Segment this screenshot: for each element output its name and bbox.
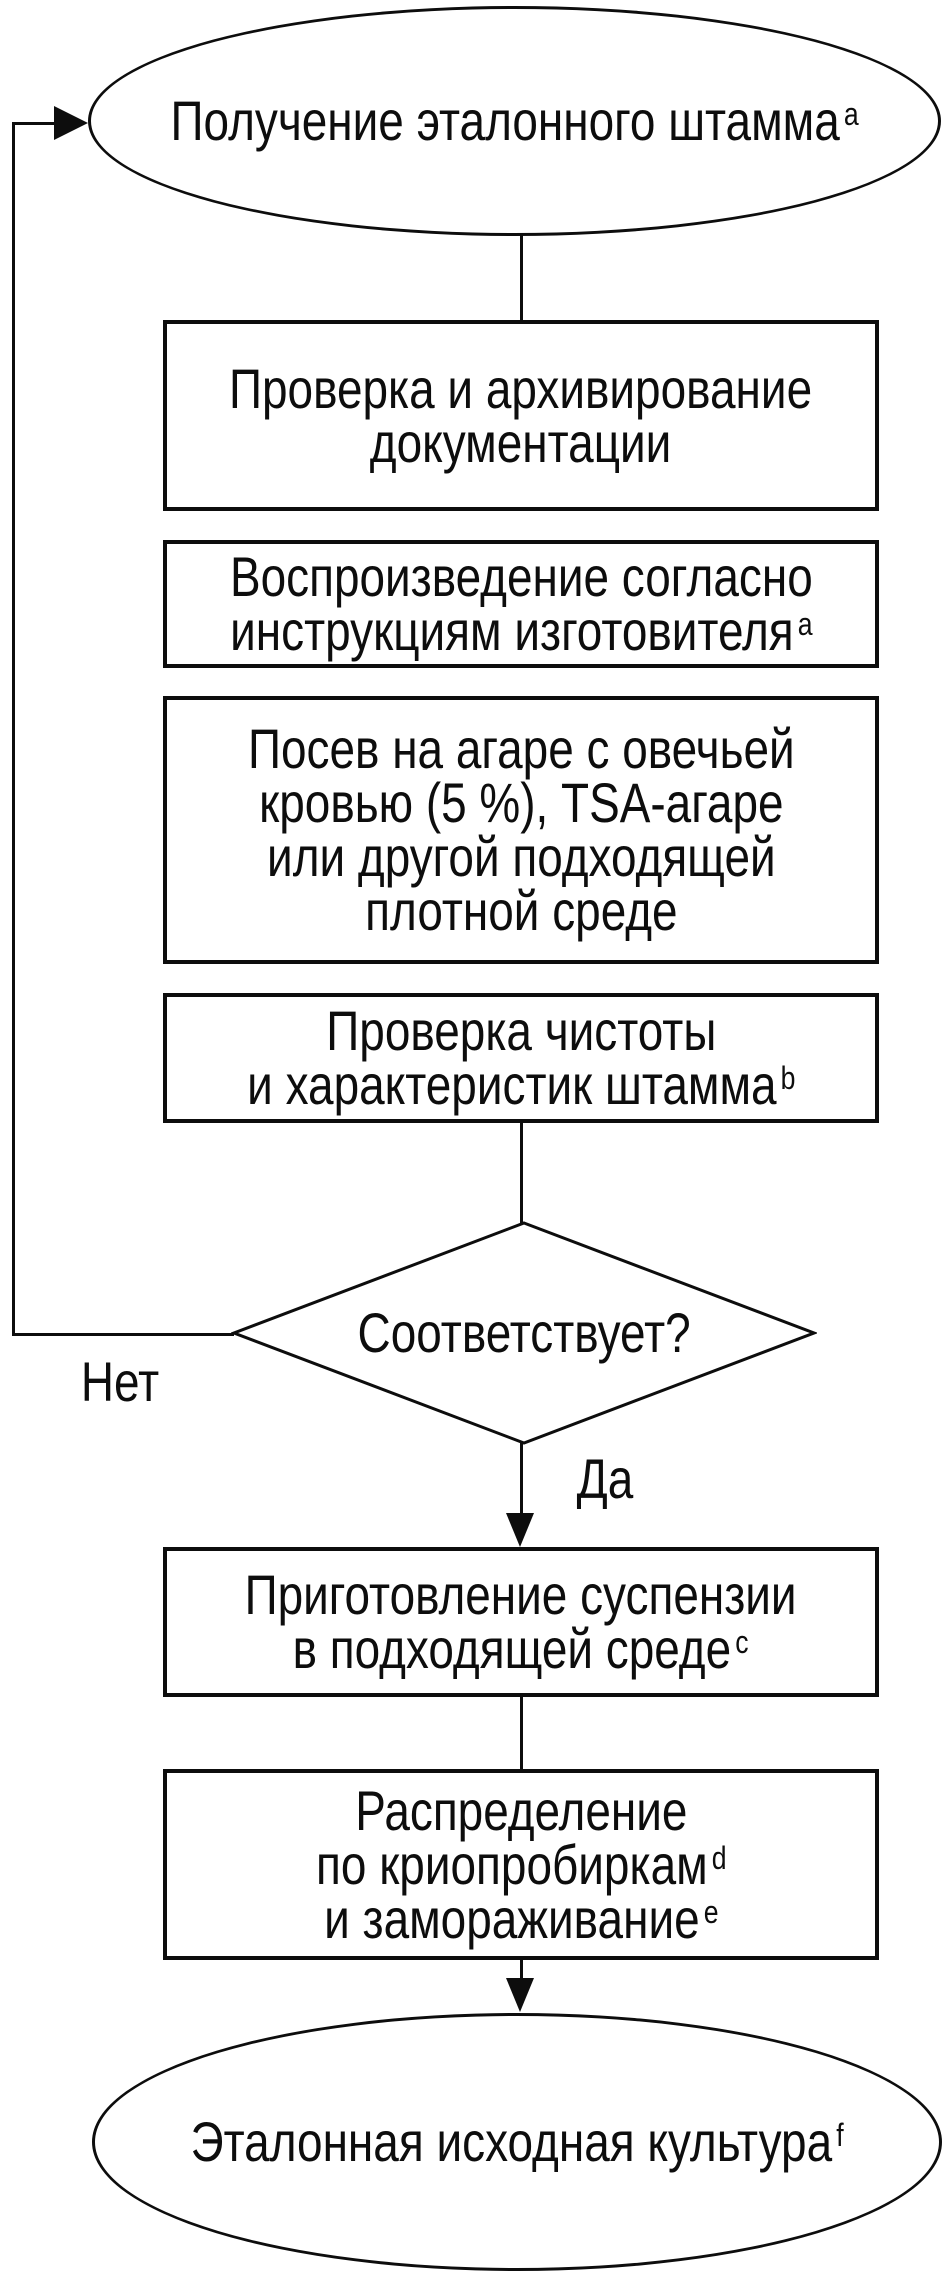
connector-suspension-to-aliquot <box>520 1697 523 1771</box>
node-suspension: Приготовление суспензии в подходящей сре… <box>163 1547 879 1697</box>
node-plating-line1: Посев на агаре с овечьей <box>247 717 795 780</box>
no-branch-bottom-line <box>12 1333 234 1336</box>
footnote-ref-d: d <box>711 1839 727 1876</box>
node-check-docs-line1: Проверка и архивирование <box>229 356 813 420</box>
connector-start-to-checkdocs <box>520 235 523 322</box>
node-check-docs-line2: документации <box>370 410 672 474</box>
no-branch-vertical-line <box>12 122 15 1336</box>
footnote-ref-a: a <box>797 606 813 643</box>
node-purity-line1: Проверка чистоты <box>325 999 717 1062</box>
connector-purity-to-decision <box>520 1121 523 1225</box>
footnote-ref-b: b <box>780 1060 796 1097</box>
node-decision: Соответствует? <box>231 1220 817 1446</box>
node-check-docs: Проверка и архивирование документации <box>163 320 879 511</box>
arrowhead-down-icon <box>506 1978 534 2012</box>
node-reproduce: Воспроизведение согласно инструкциям изг… <box>163 540 879 668</box>
footnote-ref-f: f <box>836 2117 844 2154</box>
edge-label-yes: Да <box>576 1447 634 1510</box>
node-plating-line2: кровью (5 %), TSA-агаре <box>258 771 784 834</box>
edge-label-no: Нет <box>80 1350 160 1413</box>
node-aliquot-line1: Распределение <box>354 1778 688 1842</box>
connector-aliquot-to-stock <box>520 1958 523 1982</box>
node-decision-shape <box>231 1221 817 1445</box>
arrowhead-down-icon <box>506 1513 534 1547</box>
footnote-ref-a: a <box>843 96 859 133</box>
no-branch-top-line <box>12 122 56 125</box>
node-reproduce-line1: Воспроизведение согласно <box>229 545 813 608</box>
node-suspension-line1: Приготовление суспензии <box>245 1563 797 1626</box>
footnote-ref-c: c <box>735 1624 749 1661</box>
node-plating-line4: плотной среде <box>364 879 678 942</box>
connector-decision-to-suspension <box>520 1443 523 1518</box>
node-plating-line3: или другой подходящей <box>266 825 776 888</box>
arrowhead-right-icon <box>54 106 88 140</box>
footnote-ref-e: e <box>703 1893 719 1930</box>
node-plating: Посев на агаре с овечьей кровью (5 %), T… <box>163 696 879 964</box>
node-decision-line1: Соответствует? <box>357 1301 691 1364</box>
